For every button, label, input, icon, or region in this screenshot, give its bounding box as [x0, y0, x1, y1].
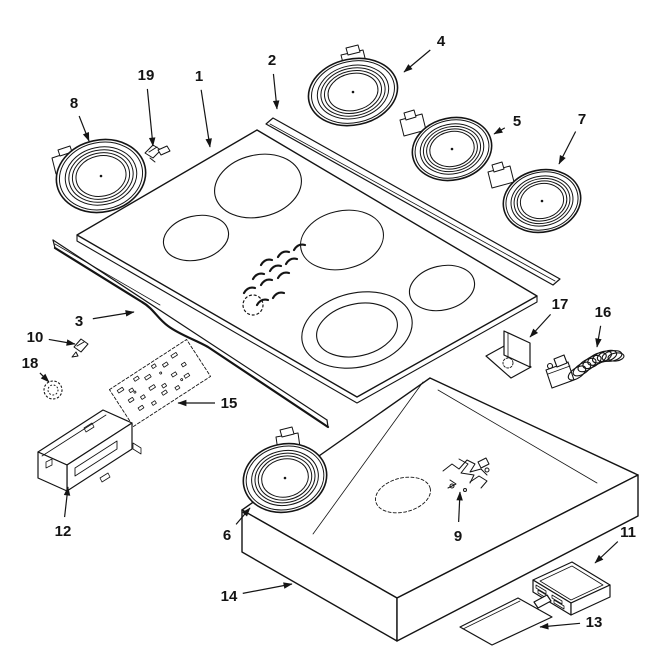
callout-12-label: 12 — [55, 523, 72, 540]
part-7-burner-element — [487, 161, 582, 234]
callout-6-label: 6 — [223, 527, 231, 544]
part-17-mounting-bracket — [485, 330, 532, 379]
callout-13-arrow — [539, 622, 581, 630]
callout-1-label: 1 — [195, 68, 203, 85]
callout-1-arrow — [200, 89, 212, 148]
callout-10-arrow — [48, 338, 76, 346]
callout-14-label: 14 — [221, 588, 238, 605]
part-9-wire-harness — [442, 457, 490, 492]
callout-6-arrow — [235, 507, 251, 525]
glass-control-markings — [242, 243, 307, 316]
callout-10-label: 10 — [27, 329, 44, 346]
callout-7-label: 7 — [578, 111, 586, 128]
part-2-rear-trim — [265, 117, 561, 286]
callout-8-label: 8 — [70, 95, 78, 112]
callout-11-arrow — [594, 541, 619, 564]
part-12-control-housing — [37, 409, 142, 492]
callout-4-label: 4 — [437, 33, 446, 50]
part-4-burner-element — [307, 44, 399, 127]
part-18-seal-pad — [43, 380, 63, 400]
callout-17-arrow — [529, 313, 552, 338]
callout-14-arrow — [242, 582, 293, 594]
part-15-control-board — [108, 339, 212, 427]
part-16-flexible-conduit — [545, 349, 625, 389]
callout-11-label: 11 — [620, 524, 636, 541]
callout-16-label: 16 — [595, 304, 612, 321]
callout-9-label: 9 — [454, 528, 462, 545]
callout-2-label: 2 — [268, 52, 276, 69]
part-14-burner-box-chassis — [241, 377, 639, 642]
part-10-clip — [71, 338, 89, 358]
callout-13-label: 13 — [586, 614, 603, 631]
part-6-burner-element — [242, 426, 328, 514]
callout-3-arrow — [92, 310, 135, 320]
callout-16-arrow — [595, 325, 602, 348]
part-19-clip — [144, 144, 171, 163]
callout-18-label: 18 — [22, 355, 39, 372]
part-13-access-panel — [459, 594, 553, 646]
callout-8-arrow — [78, 115, 90, 142]
callout-19-label: 19 — [138, 67, 155, 84]
part-1-glass-maintop — [76, 129, 538, 404]
callout-9-arrow — [456, 491, 463, 523]
glass-burner-zones — [162, 153, 476, 369]
chassis-burner-opening — [375, 476, 431, 514]
callout-17-label: 17 — [552, 296, 569, 313]
callout-7-arrow — [558, 131, 577, 165]
callout-12-arrow — [63, 486, 71, 518]
part-3-front-trim — [52, 239, 330, 429]
part-5-burner-element — [399, 109, 493, 182]
callout-15-label: 15 — [221, 395, 238, 412]
callout-4-arrow — [403, 49, 431, 73]
callout-3-label: 3 — [75, 313, 83, 330]
part-8-burner-element — [51, 138, 147, 214]
callout-19-arrow — [146, 88, 156, 147]
callout-5-arrow — [493, 127, 506, 135]
callout-18-arrow — [39, 372, 50, 383]
callout-2-arrow — [272, 73, 280, 110]
callout-5-label: 5 — [513, 113, 521, 130]
part-11-vented-tray — [532, 561, 611, 616]
burner-elements — [51, 44, 582, 514]
